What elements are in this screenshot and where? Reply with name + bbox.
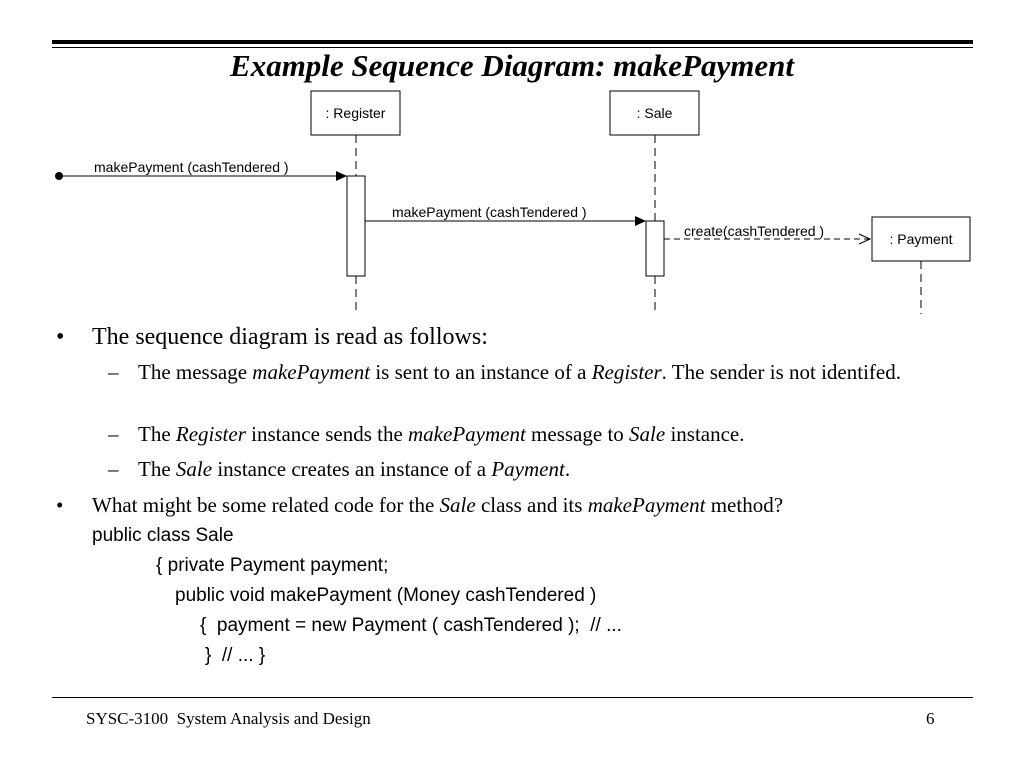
emphasis-run: Register — [175, 422, 246, 446]
text-run: message to — [525, 422, 630, 446]
emphasis-run: Sale — [439, 493, 476, 517]
text-run: What might be some related code for the — [92, 493, 440, 517]
sub-bullet-2-text: The Register instance sends the makePaym… — [138, 420, 938, 448]
sub-bullet-3-text: The Sale instance creates an instance of… — [138, 455, 938, 483]
emphasis-run: Register — [591, 360, 662, 384]
payment-lifeline-label: : Payment — [889, 231, 952, 247]
text-run: method? — [705, 493, 784, 517]
code-line-4: { payment = new Payment ( cashTendered )… — [200, 615, 622, 636]
sub-bullet-2: – The Register instance sends the makePa… — [108, 420, 938, 448]
bullet-2: • What might be some related code for th… — [56, 491, 956, 519]
code-line-5: } // ... } — [205, 645, 266, 666]
text-run: The — [138, 422, 176, 446]
sub-bullet-2-marker: – — [108, 422, 119, 446]
footer-course: SYSC-3100 System Analysis and Design — [86, 709, 371, 728]
emphasis-run: Sale — [175, 457, 213, 481]
text-run: The message — [138, 360, 253, 384]
sale-lifeline-label: : Sale — [637, 105, 673, 121]
sub-bullet-1-marker: – — [108, 360, 119, 384]
message-1-arrowhead — [336, 171, 347, 181]
sequence-diagram: : Register : Sale : Payment makePayment … — [55, 90, 971, 314]
text-run: is sent to an instance of a — [370, 360, 592, 384]
bullet-2-text: What might be some related code for the … — [92, 491, 956, 519]
message-3-label: create(cashTendered ) — [684, 223, 824, 239]
footer-rule — [52, 697, 973, 698]
text-run: . — [564, 457, 571, 481]
message-2-label: makePayment (cashTendered ) — [392, 204, 587, 220]
emphasis-run: makePayment — [587, 493, 706, 517]
code-line-1: public class Sale — [92, 525, 234, 546]
message-1-label: makePayment (cashTendered ) — [94, 159, 289, 175]
emphasis-run: Payment — [491, 457, 565, 481]
sub-bullet-1-text: The message makePayment is sent to an in… — [138, 358, 938, 386]
code-line-2: { private Payment payment; — [156, 555, 389, 576]
text-run: class and its — [475, 493, 588, 517]
emphasis-run: makePayment — [408, 422, 526, 446]
sale-lifeline-box — [609, 90, 700, 136]
sale-activation — [645, 220, 665, 277]
text-run: instance creates an instance of a — [212, 457, 492, 481]
page-number: 6 — [926, 709, 935, 728]
register-lifeline-box — [310, 90, 401, 136]
top-rule-thin — [52, 47, 973, 48]
bullet-1-text: The sequence diagram is read as follows: — [92, 324, 488, 350]
emphasis-run: Sale — [629, 422, 666, 446]
text-run: . The sender is not identifed. — [661, 360, 901, 384]
slide-title: Example Sequence Diagram: makePayment — [230, 48, 794, 83]
text-run: The — [138, 457, 176, 481]
code-line-3: public void makePayment (Money cashTende… — [175, 585, 597, 606]
sub-bullet-3-marker: – — [108, 457, 119, 481]
top-rule-thick — [52, 40, 973, 44]
bullet-2-marker: • — [56, 493, 64, 517]
text-run: instance sends the — [245, 422, 409, 446]
register-lifeline-label: : Register — [326, 105, 386, 121]
message-2-arrowhead — [635, 216, 646, 226]
bullet-1-marker: • — [56, 324, 65, 350]
sub-bullet-1: – The message makePayment is sent to an … — [108, 358, 938, 386]
message-3-arrowhead — [858, 233, 872, 245]
sub-bullet-3: – The Sale instance creates an instance … — [108, 455, 938, 483]
emphasis-run: makePayment — [252, 360, 371, 384]
text-run: instance. — [665, 422, 745, 446]
register-activation — [346, 175, 366, 277]
